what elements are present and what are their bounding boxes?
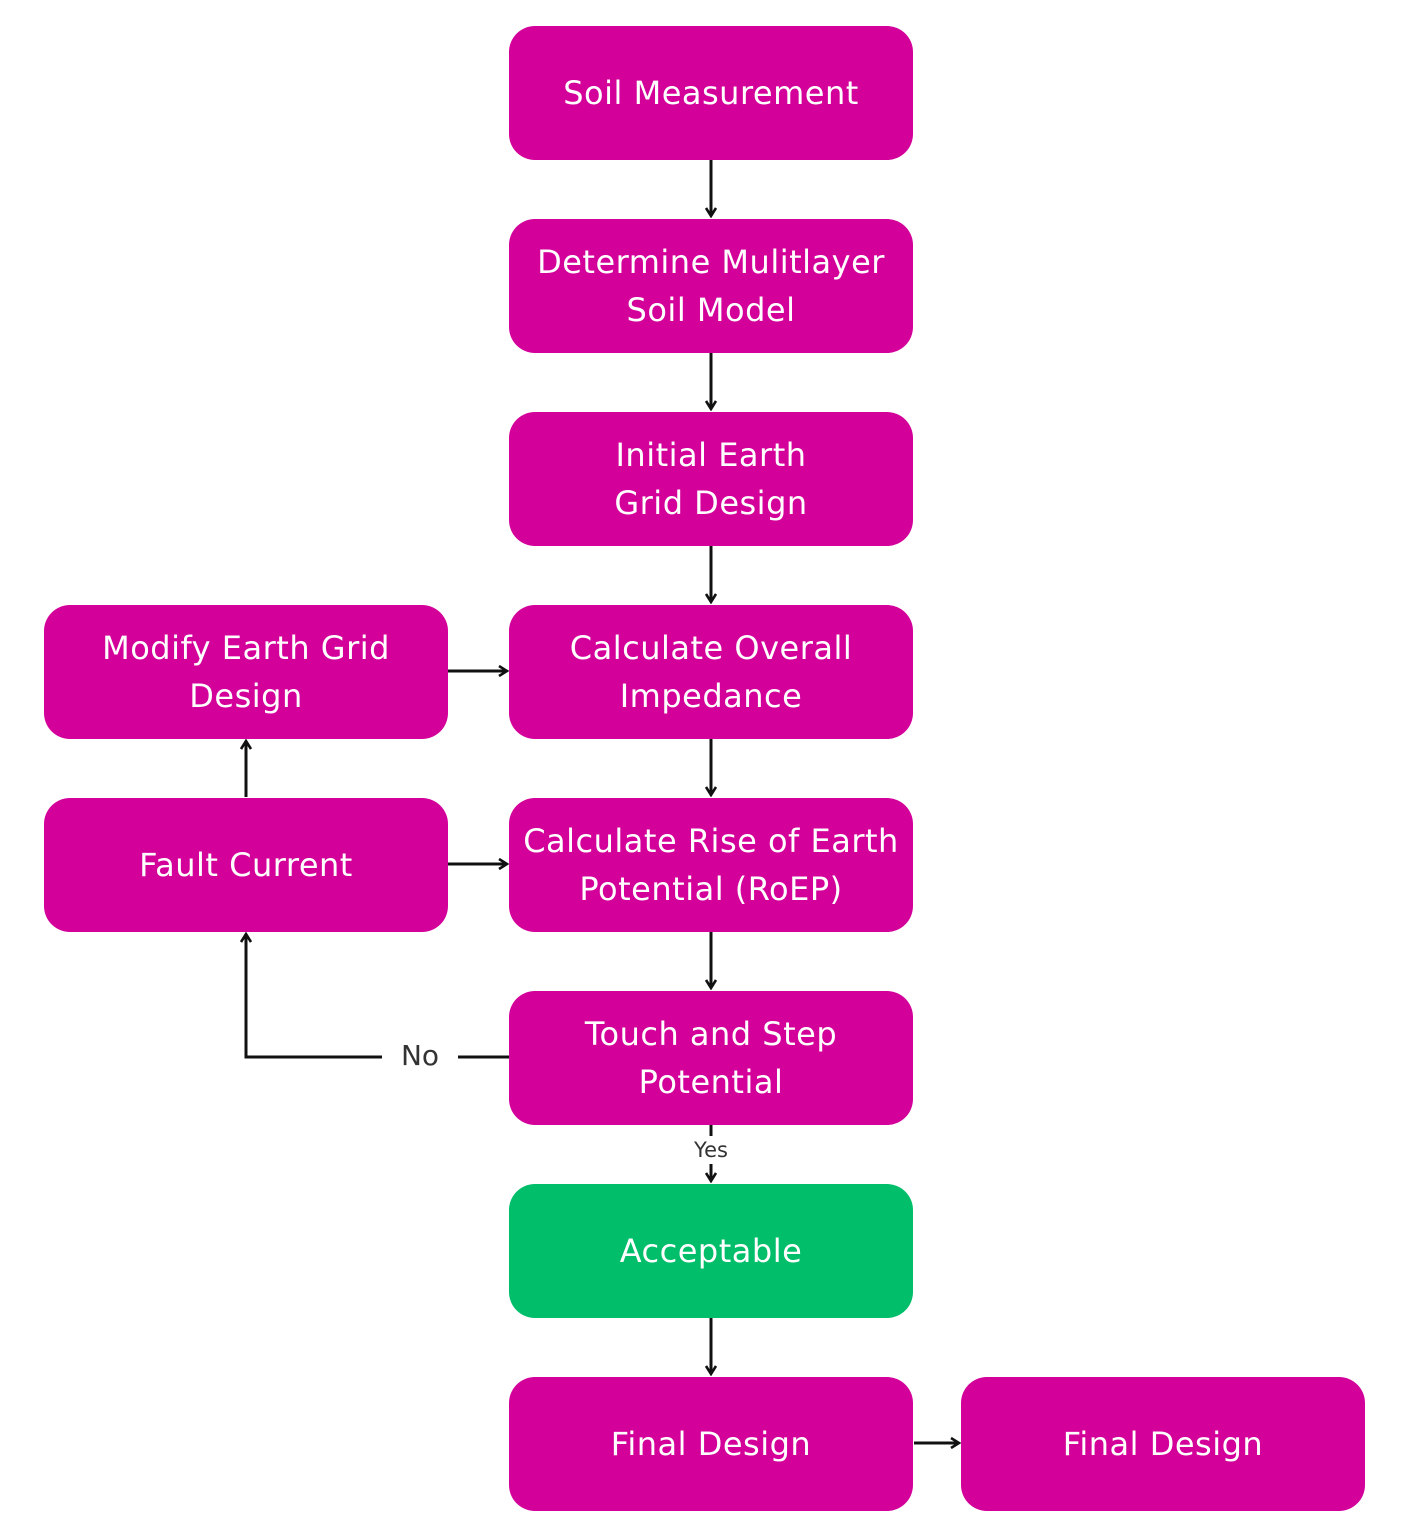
node-modify-grid: Modify Earth Grid Design	[44, 605, 448, 739]
node-final-design-label: Final Design	[610, 1425, 812, 1463]
node-final-design: Final Design	[509, 1377, 913, 1511]
node-final-design-2: Final Design	[961, 1377, 1365, 1511]
node-soil-measurement: Soil Measurement	[509, 26, 913, 160]
node-overall-impedance-line-2: Impedance	[619, 677, 803, 715]
node-roep-line-1: Calculate Rise of Earth	[523, 822, 899, 860]
node-touch-step-line-1: Touch and Step	[584, 1015, 838, 1053]
node-overall-impedance: Calculate Overall Impedance	[509, 605, 913, 739]
node-initial-grid-line-1: Initial Earth	[615, 436, 807, 474]
node-soil-model-line-2: Soil Model	[626, 291, 796, 329]
node-touch-step-line-2: Potential	[638, 1063, 784, 1101]
node-roep: Calculate Rise of Earth Potential (RoEP)	[509, 798, 913, 932]
node-roep-line-2: Potential (RoEP)	[579, 870, 843, 908]
node-modify-grid-line-1: Modify Earth Grid	[102, 629, 390, 667]
node-modify-grid-line-2: Design	[189, 677, 303, 715]
node-initial-grid: Initial Earth Grid Design	[509, 412, 913, 546]
node-fault-current-label: Fault Current	[139, 846, 353, 884]
node-overall-impedance-line-1: Calculate Overall	[569, 629, 853, 667]
node-final-design-2-label: Final Design	[1062, 1425, 1264, 1463]
node-acceptable-label: Acceptable	[619, 1232, 803, 1270]
arrow-no-loop-to-fault	[246, 934, 509, 1059]
node-initial-grid-line-2: Grid Design	[614, 484, 808, 522]
edge-label-yes: Yes	[684, 1136, 738, 1164]
edge-label-no: No	[382, 1036, 458, 1076]
node-soil-model: Determine Mulitlayer Soil Model	[509, 219, 913, 353]
node-soil-measurement-label: Soil Measurement	[563, 74, 859, 112]
node-acceptable: Acceptable	[509, 1184, 913, 1318]
node-soil-model-line-1: Determine Mulitlayer	[537, 243, 885, 281]
node-fault-current: Fault Current	[44, 798, 448, 932]
node-touch-step: Touch and Step Potential	[509, 991, 913, 1125]
